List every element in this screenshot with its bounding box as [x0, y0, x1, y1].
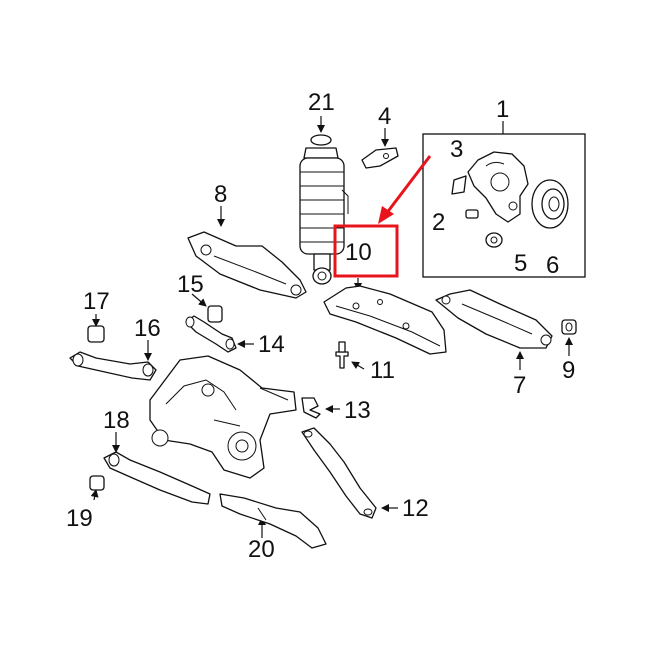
- callout-labels: 1 2 3 4 5 6 7 8 9 10 11 12 13 14 15 16 1…: [66, 89, 575, 563]
- knuckle-assembly-frame: [422, 133, 586, 278]
- callout-6: 6: [546, 252, 559, 279]
- callout-13: 13: [344, 397, 371, 424]
- callout-17: 17: [83, 288, 110, 315]
- callout-14: 14: [258, 331, 285, 358]
- callout-11: 11: [370, 357, 395, 384]
- callout-10: 10: [345, 239, 372, 266]
- callout-16: 16: [134, 315, 161, 342]
- highlight-callout-10: [333, 155, 432, 278]
- callout-19: 19: [66, 505, 93, 532]
- bracket-part: [361, 128, 399, 169]
- bushing-15-part: [191, 293, 223, 323]
- bushing-19-part: [89, 475, 105, 501]
- lateral-link-12-part: [301, 427, 398, 519]
- knuckle-assembly-group: [422, 121, 586, 278]
- subframe-part: [149, 355, 297, 479]
- bushing-17-part: [87, 314, 105, 343]
- bushing-9-part: [561, 319, 577, 356]
- callout-1: 1: [496, 96, 509, 123]
- lower-control-arm-part: [187, 206, 307, 299]
- upper-control-arm-part: [435, 289, 553, 370]
- lower-link-18-part: [103, 432, 211, 505]
- link-16-part: [69, 340, 157, 381]
- callout-9: 9: [562, 357, 575, 384]
- callout-8: 8: [214, 181, 227, 208]
- clip-part: [451, 175, 467, 195]
- callout-2: 2: [432, 209, 445, 236]
- callout-15: 15: [177, 271, 204, 298]
- callout-18: 18: [103, 407, 130, 434]
- callout-5: 5: [514, 250, 527, 277]
- clip-13-part: [301, 397, 340, 419]
- link-14-part: [185, 315, 254, 353]
- highlight-box: [333, 224, 399, 278]
- highlight-arrow-shaft: [384, 155, 432, 215]
- highlight-arrowhead: [378, 206, 394, 224]
- trailing-arm-part: [323, 278, 447, 355]
- callout-20: 20: [248, 536, 275, 563]
- callout-4: 4: [378, 103, 391, 130]
- bolt-part: [465, 209, 479, 219]
- callout-12: 12: [402, 495, 429, 522]
- bolt-11-part: [335, 341, 365, 370]
- shock-absorber-part: [299, 116, 349, 285]
- callout-7: 7: [513, 372, 526, 399]
- callout-21: 21: [308, 89, 335, 116]
- shield-20-part: [219, 493, 327, 549]
- callout-3: 3: [450, 136, 463, 163]
